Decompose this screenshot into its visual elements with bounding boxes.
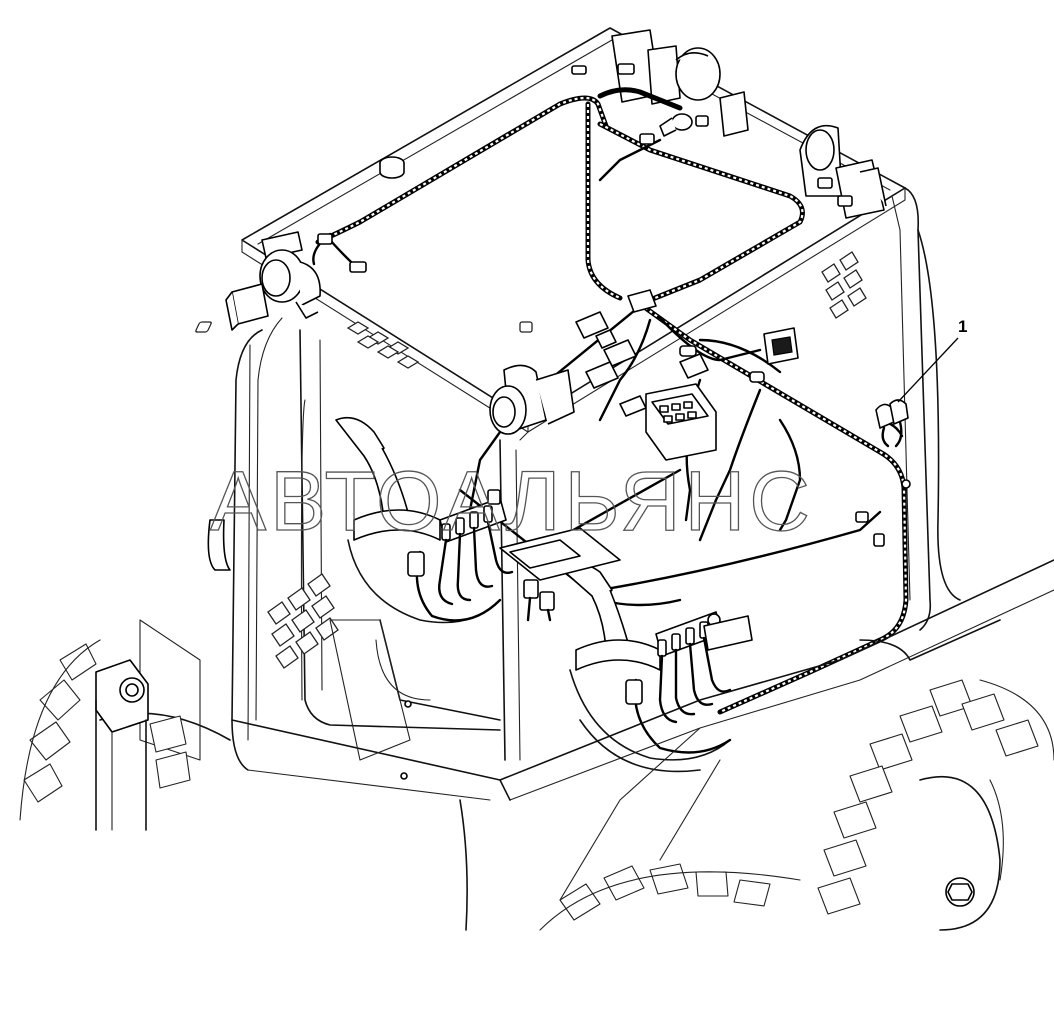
center-console bbox=[499, 527, 621, 622]
connector-pair-right bbox=[855, 399, 911, 547]
loader-frame bbox=[95, 559, 1054, 931]
work-light-front-center bbox=[489, 364, 575, 435]
beacon-mount bbox=[659, 91, 749, 137]
fuse-slots bbox=[659, 401, 697, 423]
vent-grille-roof-left bbox=[195, 321, 533, 369]
relay-box-front-left bbox=[225, 283, 269, 331]
fuse-relay-panel bbox=[645, 383, 717, 461]
connector-cluster-center bbox=[575, 289, 799, 417]
vent-grilles bbox=[195, 251, 867, 669]
tire-front-bottom bbox=[539, 863, 801, 931]
joystick-right bbox=[557, 561, 731, 773]
callout-1: 1 bbox=[897, 317, 967, 403]
switch-block-right bbox=[625, 611, 753, 754]
tire-left bbox=[19, 639, 191, 821]
callout-label: 1 bbox=[958, 317, 967, 336]
work-light-front-left bbox=[259, 231, 321, 319]
tire-right bbox=[817, 679, 1054, 931]
watermark-text: АВТОАЛЬЯНС bbox=[210, 454, 814, 548]
switch-block-left bbox=[407, 489, 514, 622]
roof-harness bbox=[312, 63, 853, 307]
vent-grille-side-left bbox=[267, 573, 339, 669]
work-light-rear-center bbox=[611, 29, 721, 105]
vent-grille-rear-right bbox=[821, 251, 867, 319]
